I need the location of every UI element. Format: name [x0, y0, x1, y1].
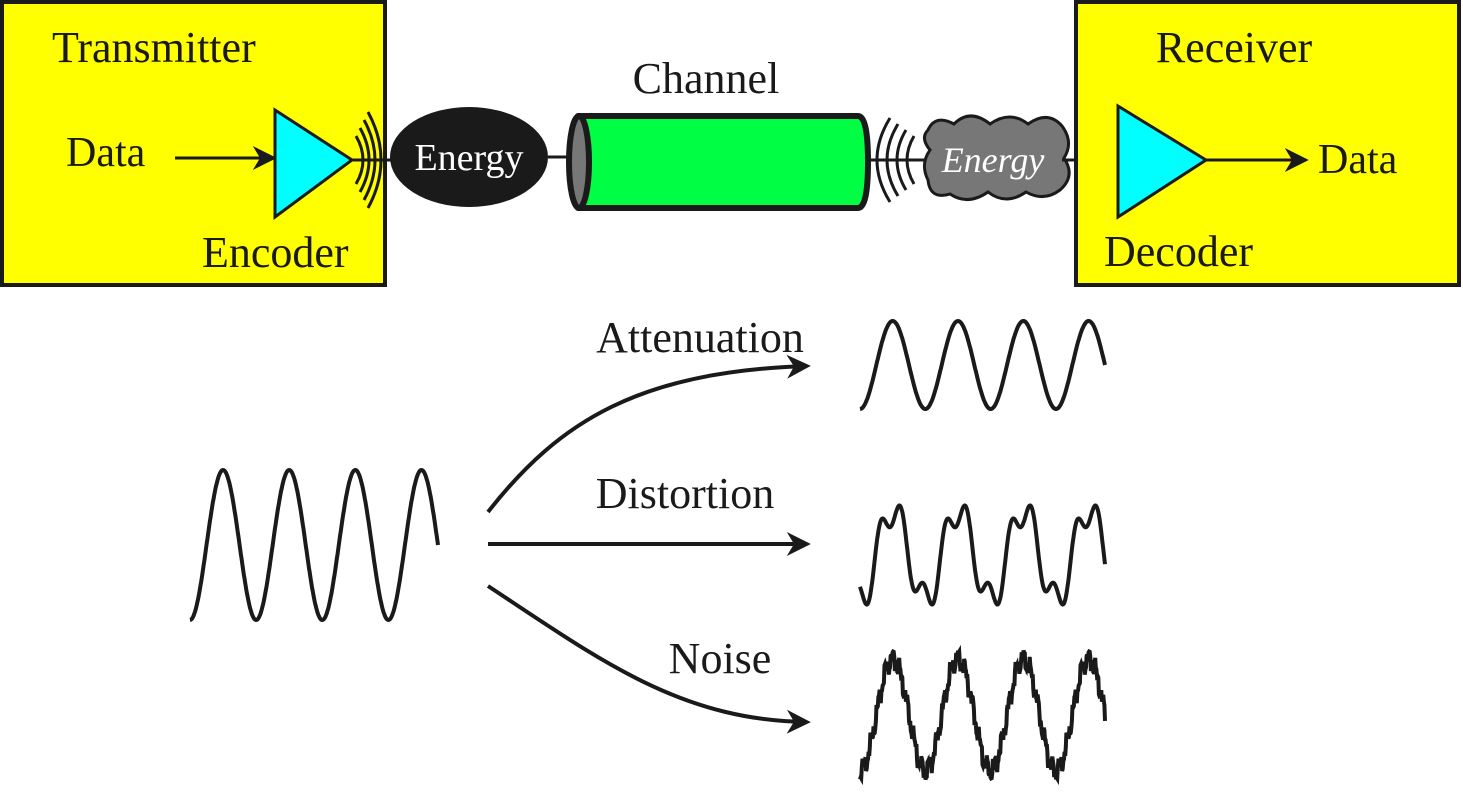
energy-received-label: Energy: [941, 140, 1045, 180]
receiver-block: Receiver Data Decoder: [1074, 0, 1461, 287]
transmit-waves-icon: [352, 111, 395, 209]
decoder-amplifier-icon: [1116, 103, 1209, 220]
original-signal-wave: [189, 467, 440, 623]
noise-label: Noise: [669, 634, 772, 683]
attenuation-label: Attenuation: [596, 313, 804, 362]
attenuation-arrow: [486, 354, 811, 514]
channel-block: Channel: [566, 54, 871, 211]
encoder-amplifier-icon: [273, 107, 355, 220]
decoder-label: Decoder: [1104, 227, 1253, 276]
channel-label: Channel: [633, 54, 780, 103]
energy-received-node: Energy: [923, 114, 1071, 201]
transmitter-data-label: Data: [66, 130, 146, 176]
noisy-signal-wave: [858, 644, 1107, 786]
energy-sent-ellipse: [390, 107, 548, 207]
distortion-label: Distortion: [596, 469, 774, 518]
encoder-label: Encoder: [202, 228, 349, 277]
energy-sent-label: Energy: [414, 137, 523, 179]
energy-received-blob: [923, 114, 1071, 201]
attenuated-signal-wave: [859, 318, 1107, 412]
transmitter-block: Transmitter Data Encoder: [0, 0, 387, 287]
noise-arrow: [486, 584, 811, 734]
channel-cylinder-end: [566, 113, 592, 211]
transmitter-title: Transmitter: [52, 23, 256, 72]
receive-waves-icon: [875, 117, 916, 203]
distorted-signal-wave: [858, 503, 1107, 607]
channel-cylinder-body: [575, 113, 871, 211]
energy-sent-node: Energy: [390, 107, 548, 207]
receiver-title: Receiver: [1156, 23, 1313, 72]
receiver-data-label: Data: [1318, 137, 1398, 183]
